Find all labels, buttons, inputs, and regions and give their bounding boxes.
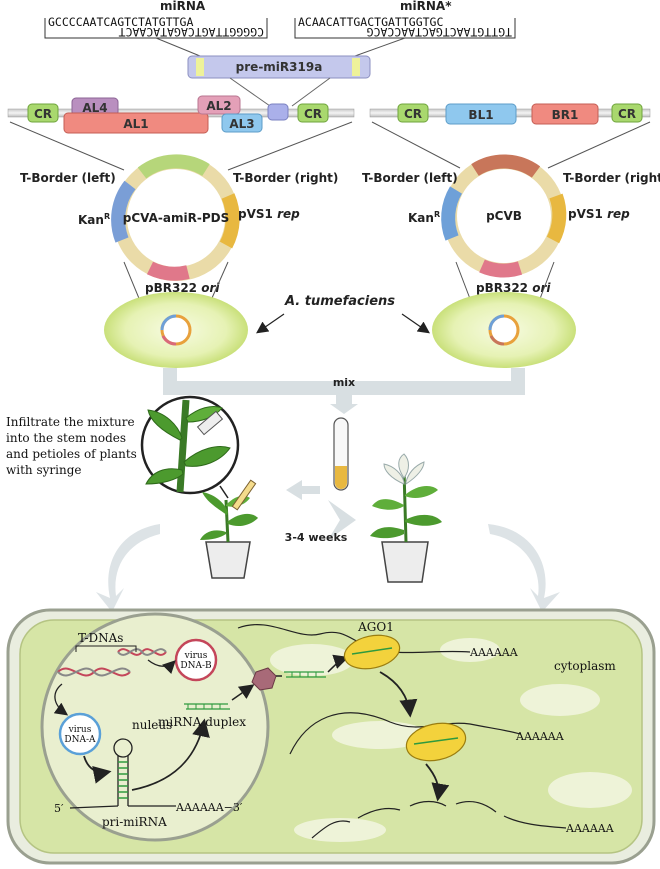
virus-b-line-1: virus [184, 651, 208, 661]
right-t-border-right: T-Border (right) [563, 171, 660, 185]
left-pvs1-label: pVS1 rep [238, 207, 300, 221]
al2-label: AL2 [206, 99, 231, 113]
right-agro-cell [432, 292, 576, 368]
cleaved-mrna [311, 800, 567, 839]
mirna-seq-top: GCCCCAATCAGTCTATGTTGA [48, 15, 193, 29]
zoom-magnifier [140, 395, 240, 495]
pri-mirna-hairpin [69, 738, 176, 809]
five-prime-label: 5′ [54, 802, 64, 815]
right-t-border-left: T-Border (left) [362, 171, 458, 185]
mirna-sequence-group: miRNA GCCCCAATCAGTCTATGTTGA CGGGGTTAGTCA… [44, 0, 516, 57]
pri-mirna-label: pri-miRNA [102, 815, 167, 829]
mirna-seq-bottom: CGGGGTTAGTCAGATACAACT [119, 25, 264, 39]
infiltrate-line-4: with syringe [6, 463, 82, 477]
right-pvs1-label: pVS1 rep [568, 207, 630, 221]
virus-a-line-2: DNA-A [64, 735, 96, 745]
infiltrate-line-2: into the stem nodes [6, 431, 126, 445]
virus-dna-a: virus DNA-A [58, 712, 102, 756]
mirna-label: miRNA [160, 0, 206, 13]
mirna-star-seq-bottom: TGTTGTAACTGACTAACCACG [367, 25, 512, 39]
right-cr2-label: CR [618, 107, 636, 121]
left-construct: CR AL4 AL1 AL2 AL3 CR [7, 95, 355, 134]
left-pbr-label: pBR322 ori [145, 281, 220, 295]
mix-connector: mix [163, 368, 525, 414]
tdnas-label: T-DNAs [78, 631, 123, 645]
virus-dna-b: virus DNA-B [174, 638, 218, 682]
mirna-duplex-in-nucleus [184, 703, 230, 710]
right-cr1-label: CR [404, 107, 422, 121]
mirna-star-seq-top: ACAACATTGACTGATTGGTGC [298, 15, 443, 29]
weeks-arrow: 3-4 weeks [285, 500, 356, 544]
weeks-label: 3-4 weeks [285, 531, 348, 544]
ago1-label: AGO1 [357, 620, 394, 634]
ago1-cleavage-complex [405, 722, 467, 762]
infiltrated-plant-icon [200, 479, 258, 579]
curved-arrow-left [96, 524, 160, 612]
left-t-border-left: T-Border (left) [20, 171, 116, 185]
infiltrate-text: Infiltrate the mixture into the stem nod… [6, 415, 137, 477]
pre-mirna-label: pre-miR319a [236, 60, 323, 74]
br1-label: BR1 [552, 108, 579, 122]
left-cr1-label: CR [34, 107, 52, 121]
right-kan-label: KanR [408, 210, 440, 225]
al3-label: AL3 [229, 117, 254, 131]
right-plasmid-name: pCVB [486, 209, 522, 223]
mix-label: mix [333, 376, 355, 389]
pri-tail-label: AAAAAA−3′ [175, 801, 243, 814]
nucleus-label: nuleus [132, 718, 172, 732]
tdna-helix-icon [57, 648, 167, 677]
grown-plant-icon [370, 453, 442, 583]
infiltrate-line-1: Infiltrate the mixture [6, 415, 135, 429]
polya-3-label: AAAAAA [565, 822, 615, 835]
left-kan-label: KanR [78, 212, 110, 227]
pre-mirna-box: pre-miR319a [187, 55, 371, 79]
virus-a-line-1: virus [68, 725, 92, 735]
left-agro-cell [104, 292, 248, 368]
polya-2-label: AAAAAA [515, 730, 565, 743]
left-plasmid: pCVA-amiR-PDS T-Border (left) T-Border (… [20, 154, 338, 295]
polya-1-label: AAAAAA [469, 646, 519, 659]
virus-b-line-2: DNA-B [180, 661, 212, 671]
duplex-label: miRNA duplex [158, 715, 246, 729]
test-tube-icon [333, 417, 349, 491]
ago1-complex: AGO1 [343, 620, 401, 670]
infiltrate-line-3: and petioles of plants [6, 447, 137, 461]
right-pbr-label: pBR322 ori [476, 281, 551, 295]
al4-label: AL4 [82, 101, 107, 115]
nuclear-pore-icon [251, 667, 277, 691]
mirna-star-label: miRNA* [400, 0, 452, 13]
cytoplasm-label: cytoplasm [554, 659, 616, 673]
right-construct: CR BL1 BR1 CR [369, 103, 651, 125]
left-cr2-label: CR [304, 107, 322, 121]
left-plasmid-name: pCVA-amiR-PDS [123, 211, 229, 225]
mirna-duplex-cytoplasm [284, 671, 326, 678]
al1-label: AL1 [123, 117, 148, 131]
agro-label: A. tumefaciens [284, 294, 395, 309]
bl1-label: BL1 [468, 108, 493, 122]
left-t-border-right: T-Border (right) [233, 171, 338, 185]
right-plasmid: pCVB T-Border (left) T-Border (right) Ka… [362, 154, 660, 295]
curved-arrow-right [488, 524, 560, 612]
